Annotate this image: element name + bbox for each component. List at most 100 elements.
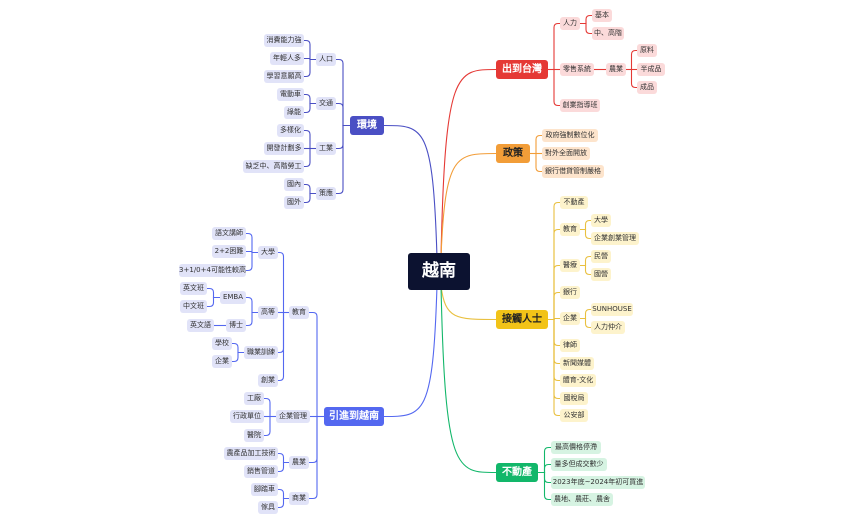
node-i-xuexiao[interactable]: 學校 <box>212 337 232 350</box>
node-policy-1[interactable]: 政府強制數位化 <box>542 129 598 142</box>
connector-line <box>304 129 316 150</box>
node-i-boshi[interactable]: 博士 <box>226 319 246 332</box>
connector-line <box>304 39 316 61</box>
connector-line <box>232 342 244 354</box>
node-c-sunhouse[interactable]: SUNHOUSE <box>591 303 633 316</box>
node-i-zhiye[interactable]: 職業訓練 <box>244 346 278 359</box>
node-t-zhonggao[interactable]: 中、高階 <box>592 27 624 40</box>
connector-line <box>538 471 551 501</box>
branch-environment[interactable]: 環境 <box>350 116 384 135</box>
connector-line <box>246 232 258 254</box>
node-i-22[interactable]: 2+2困難 <box>212 245 246 258</box>
node-c-xinwen[interactable]: 新聞媒體 <box>560 357 594 370</box>
connector-line <box>246 311 258 327</box>
node-c-yinhang[interactable]: 銀行 <box>560 286 580 299</box>
node-c-renli[interactable]: 人力仲介 <box>591 321 625 334</box>
connector-line <box>278 452 289 464</box>
node-i-jiaotache[interactable]: 腳踏車 <box>251 483 278 496</box>
node-e-xiaofei[interactable]: 消費能力強 <box>264 34 304 47</box>
node-t-nongye[interactable]: 農業 <box>606 63 626 76</box>
node-c-qiye2[interactable]: 企業 <box>560 312 580 325</box>
connector-line <box>304 183 316 195</box>
connector-line <box>548 264 560 321</box>
node-realestate-1[interactable]: 最高價格停滯 <box>551 441 601 454</box>
node-c-guoying[interactable]: 國營 <box>591 268 611 281</box>
node-i-zhongwenban[interactable]: 中文班 <box>180 300 207 313</box>
node-realestate-3[interactable]: 2023年底~2024年初可買進 <box>551 476 645 489</box>
node-e-renkou[interactable]: 人口 <box>316 53 336 66</box>
branch-connector <box>383 124 438 258</box>
connector-line <box>246 251 258 272</box>
node-c-lvshi[interactable]: 律師 <box>560 339 580 352</box>
connector-line <box>336 102 350 127</box>
node-e-jiaotong[interactable]: 交通 <box>316 97 336 110</box>
node-i-nongye[interactable]: 農業 <box>289 456 309 469</box>
node-i-yuwen[interactable]: 語文講師 <box>212 227 246 240</box>
branch-intro[interactable]: 引進到越南 <box>324 407 384 426</box>
node-i-yingwenban[interactable]: 英文班 <box>180 282 207 295</box>
node-t-lingshou[interactable]: 零售系統 <box>560 63 594 76</box>
node-c-jiaoyu[interactable]: 教育 <box>560 223 580 236</box>
node-t-yuanliao[interactable]: 原料 <box>637 44 657 57</box>
node-t-chuangye[interactable]: 創業指導班 <box>560 99 600 112</box>
node-c-minying[interactable]: 民營 <box>591 250 611 263</box>
node-e-guowai[interactable]: 國外 <box>284 196 304 209</box>
node-e-gongye[interactable]: 工業 <box>316 142 336 155</box>
node-e-guonei[interactable]: 國內 <box>284 178 304 191</box>
node-realestate-4[interactable]: 農地、農莊、農舍 <box>551 493 613 506</box>
branch-contacts[interactable]: 接觸人士 <box>496 310 548 329</box>
node-i-xingzheng[interactable]: 行政單位 <box>230 410 264 423</box>
branch-policy[interactable]: 政策 <box>496 144 530 163</box>
connector-line <box>336 58 350 127</box>
node-c-budongchan[interactable]: 不動產 <box>560 196 588 209</box>
node-t-renli[interactable]: 人力 <box>560 17 580 30</box>
root-node[interactable]: 越南 <box>408 253 470 290</box>
node-i-jiaju[interactable]: 傢具 <box>258 501 278 514</box>
node-i-qiyeguanli[interactable]: 企業管理 <box>276 410 310 423</box>
node-c-daxue[interactable]: 大學 <box>591 214 611 227</box>
connector-line <box>246 296 258 314</box>
connector-line <box>548 228 560 321</box>
node-e-quefa[interactable]: 缺乏中、高階勞工 <box>243 160 304 173</box>
node-i-jiaoyu[interactable]: 教育 <box>289 306 309 319</box>
connector-line <box>530 152 542 173</box>
node-policy-3[interactable]: 銀行借貸管制嚴格 <box>542 165 604 178</box>
node-e-duoyang[interactable]: 多樣化 <box>277 124 304 137</box>
connector-line <box>538 446 551 474</box>
node-c-gongan[interactable]: 公安部 <box>560 409 588 422</box>
node-c-shuiwu[interactable]: 國稅局 <box>560 392 588 405</box>
connector-line <box>264 415 276 437</box>
node-e-nianqing[interactable]: 年輕人多 <box>270 52 304 65</box>
node-i-chuangye[interactable]: 創業 <box>258 374 278 387</box>
node-t-chengpin[interactable]: 成品 <box>637 81 657 94</box>
connector-line <box>278 497 289 509</box>
node-i-gongchang[interactable]: 工廠 <box>244 392 264 405</box>
branch-taiwan[interactable]: 出到台灣 <box>496 60 548 79</box>
node-t-jiben[interactable]: 基本 <box>592 9 612 22</box>
node-policy-2[interactable]: 對外全面開放 <box>542 147 590 160</box>
connector-line <box>580 308 591 320</box>
branch-realestate[interactable]: 不動產 <box>496 463 538 482</box>
node-i-gaodeng[interactable]: 高等 <box>258 306 278 319</box>
node-realestate-2[interactable]: 量多但成交數少 <box>551 458 607 471</box>
connector-line <box>278 311 289 382</box>
node-t-banchengpin[interactable]: 半成品 <box>637 63 665 76</box>
node-i-emba[interactable]: EMBA <box>220 291 246 304</box>
node-i-310[interactable]: 3+1/0+4可能性較高 <box>179 264 246 277</box>
node-c-yiliao[interactable]: 醫療 <box>560 259 580 272</box>
node-c-qiye[interactable]: 企業創業管理 <box>591 232 639 245</box>
node-i-xiaoshou[interactable]: 銷售管道 <box>244 465 278 478</box>
node-e-diandong[interactable]: 電動車 <box>277 88 304 101</box>
node-e-xuexi[interactable]: 學習意願高 <box>264 70 304 83</box>
node-e-ceying[interactable]: 策應 <box>316 187 336 200</box>
node-c-tiyu[interactable]: 體育-文化 <box>560 374 596 387</box>
branch-connector <box>440 285 497 321</box>
node-i-yingwenyu[interactable]: 英文語 <box>187 319 214 332</box>
node-e-lvneng[interactable]: 綠能 <box>284 106 304 119</box>
node-i-shangye[interactable]: 商業 <box>289 492 309 505</box>
node-i-yiyuan[interactable]: 醫院 <box>244 429 264 442</box>
node-e-kaifa[interactable]: 開發計劃多 <box>264 142 304 155</box>
node-i-qiye[interactable]: 企業 <box>212 355 232 368</box>
node-i-daxue[interactable]: 大學 <box>258 246 278 259</box>
node-i-nongchanpin[interactable]: 農產品加工技術 <box>224 447 278 460</box>
